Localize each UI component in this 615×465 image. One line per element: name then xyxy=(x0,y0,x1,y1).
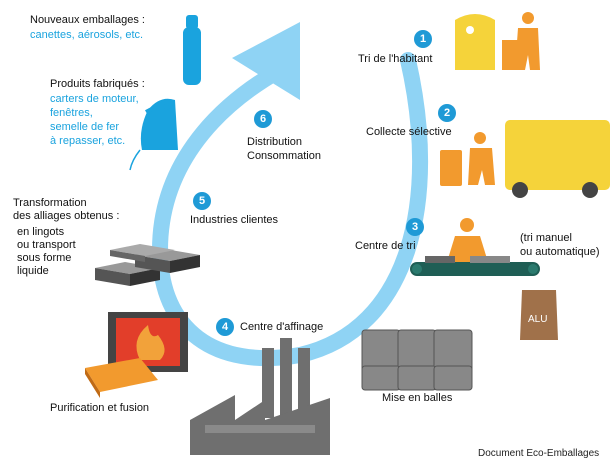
produits-item: fenêtres, xyxy=(50,107,93,119)
transformation-line: Transformation xyxy=(13,197,87,209)
step-6-badge: 6 xyxy=(254,110,272,128)
step-3-badge: 3 xyxy=(406,218,424,236)
step-5-label: Industries clientes xyxy=(190,214,279,226)
tri-note-line2: ou automatique) xyxy=(520,246,600,258)
conveyor-belt-icon xyxy=(410,256,540,276)
step-5-badge: 5 xyxy=(193,192,211,210)
step-2-badge: 2 xyxy=(438,104,456,122)
molten-bar-icon xyxy=(85,358,158,398)
alu-bag-icon xyxy=(520,290,558,340)
emballages-title: Nouveaux emballages : xyxy=(30,14,145,26)
produits-item: à repasser, etc. xyxy=(50,135,126,147)
produits-item: carters de moteur, xyxy=(50,93,139,105)
produits-item: semelle de fer xyxy=(50,121,120,133)
bales-icon xyxy=(361,329,473,391)
alu-label: ALU xyxy=(528,314,548,325)
ingots-icon xyxy=(95,244,200,286)
credit-text: Document Eco-Emballages xyxy=(478,448,600,459)
emballages-item: canettes, aérosols, etc. xyxy=(30,29,144,41)
yellow-bin-icon xyxy=(455,14,495,70)
iron-icon xyxy=(129,98,178,171)
garbage-collector-icon xyxy=(440,132,495,186)
tri-note-line1: (tri manuel xyxy=(520,232,572,244)
transformation-line: ou transport xyxy=(17,239,76,251)
step-4-badge: 4 xyxy=(216,318,234,336)
person-recycling-icon xyxy=(502,12,540,70)
step-2-label: Collecte sélective xyxy=(366,126,452,138)
step-6-label-line2: Consommation xyxy=(247,150,321,162)
sorting-worker-icon xyxy=(447,218,488,262)
transformation-line: sous forme xyxy=(17,252,72,264)
cycle-arrow-head xyxy=(232,22,300,100)
transformation-line: des alliages obtenus : xyxy=(13,210,120,222)
collection-truck-icon xyxy=(505,120,610,198)
step-6-label-line1: Distribution xyxy=(247,136,303,148)
purification-label: Purification et fusion xyxy=(50,402,150,414)
step-1-badge: 1 xyxy=(414,30,432,48)
furnace-icon xyxy=(108,312,188,372)
mise-en-balles-label: Mise en balles xyxy=(382,392,453,404)
aerosol-can-icon xyxy=(183,15,201,85)
step-4-label: Centre d'affinage xyxy=(240,321,324,333)
step-1-label: Tri de l'habitant xyxy=(358,53,433,65)
transformation-line: en lingots xyxy=(17,226,65,238)
step-3-label: Centre de tri xyxy=(355,240,416,252)
produits-title: Produits fabriqués : xyxy=(50,78,145,90)
factory-icon xyxy=(190,338,330,455)
transformation-line: liquide xyxy=(17,265,49,277)
